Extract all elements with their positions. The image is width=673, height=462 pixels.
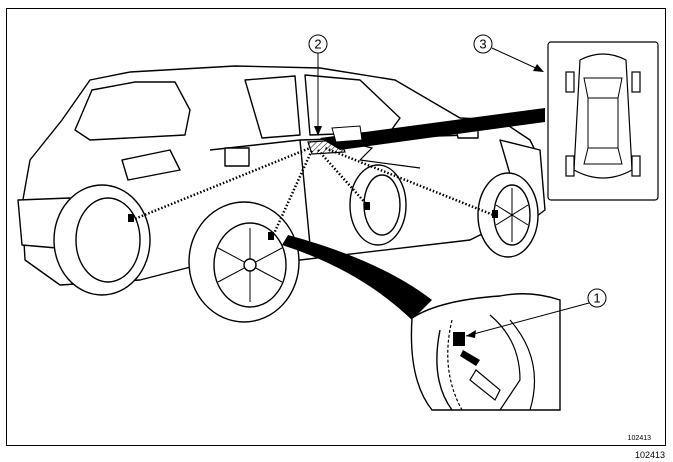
figure-reference-inner: 102413 [628,435,651,442]
rear-right-wheel [189,202,299,322]
tpms-sensor-closeup [453,332,465,346]
figure-reference-outer: 102413 [635,450,665,460]
callout-3-label: 3 [479,37,486,52]
top-view-panel [548,42,658,200]
front-right-wheel [478,173,538,257]
rear-left-wheel [54,185,150,295]
sensor-detail-view [411,294,560,410]
callout-2-label: 2 [314,37,321,52]
callout-1-label: 1 [593,291,600,306]
